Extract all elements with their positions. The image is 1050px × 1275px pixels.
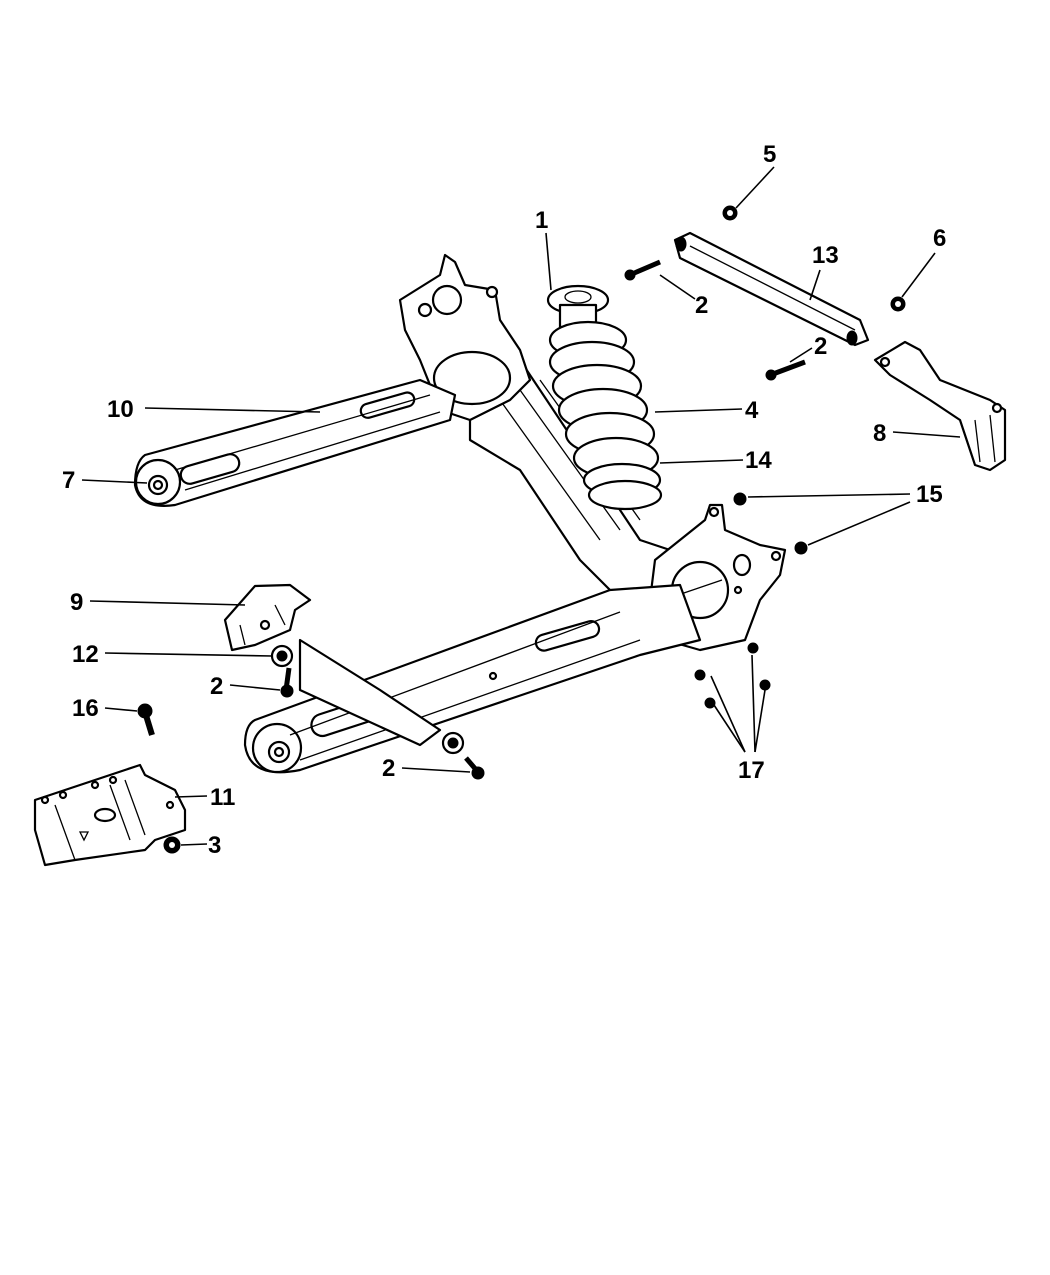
bolt-15b xyxy=(794,541,808,555)
callout-1: 1 xyxy=(535,207,548,234)
leader-lines xyxy=(81,166,961,846)
callout-12: 12 xyxy=(72,641,99,668)
callout-9: 9 xyxy=(70,589,83,616)
callout-8: 8 xyxy=(873,420,886,447)
callout-7: 7 xyxy=(62,467,75,494)
callout-labels: 1 2 2 2 2 3 4 5 6 7 8 9 10 11 12 13 14 1… xyxy=(62,141,946,859)
bolt-2-left xyxy=(280,667,294,698)
bolt-17c xyxy=(704,697,716,709)
bracket-right xyxy=(873,340,1007,472)
callout-2-left: 2 xyxy=(210,673,223,700)
callout-13: 13 xyxy=(812,242,839,269)
fasteners xyxy=(137,205,906,854)
bolt-2-upper xyxy=(624,259,661,281)
callout-16: 16 xyxy=(72,695,99,722)
callout-14: 14 xyxy=(745,447,772,474)
skid-plate xyxy=(33,763,187,867)
callout-2-mid: 2 xyxy=(814,333,827,360)
callout-2-upper: 2 xyxy=(695,292,708,319)
bolt-17a xyxy=(694,669,706,681)
coil-spring xyxy=(546,284,663,511)
callout-3: 3 xyxy=(208,832,221,859)
bolt-2-mid xyxy=(765,359,806,381)
trailing-arm-lower xyxy=(243,583,702,774)
callout-2-bottom: 2 xyxy=(382,755,395,782)
bolt-17d xyxy=(759,679,771,691)
trailing-arm-upper xyxy=(133,378,457,507)
callout-10: 10 xyxy=(107,396,134,423)
lateral-link xyxy=(673,231,870,347)
callout-15: 15 xyxy=(916,481,943,508)
callout-17: 17 xyxy=(738,757,765,784)
bolt-17b xyxy=(747,642,759,654)
bolt-16 xyxy=(137,703,155,736)
bracket-9 xyxy=(223,583,312,652)
bolt-15a xyxy=(733,492,747,506)
callout-6: 6 xyxy=(933,225,946,252)
callout-11: 11 xyxy=(210,784,235,811)
callout-4: 4 xyxy=(745,397,759,424)
callout-5: 5 xyxy=(763,141,776,168)
bolt-2-bottom xyxy=(464,756,485,780)
